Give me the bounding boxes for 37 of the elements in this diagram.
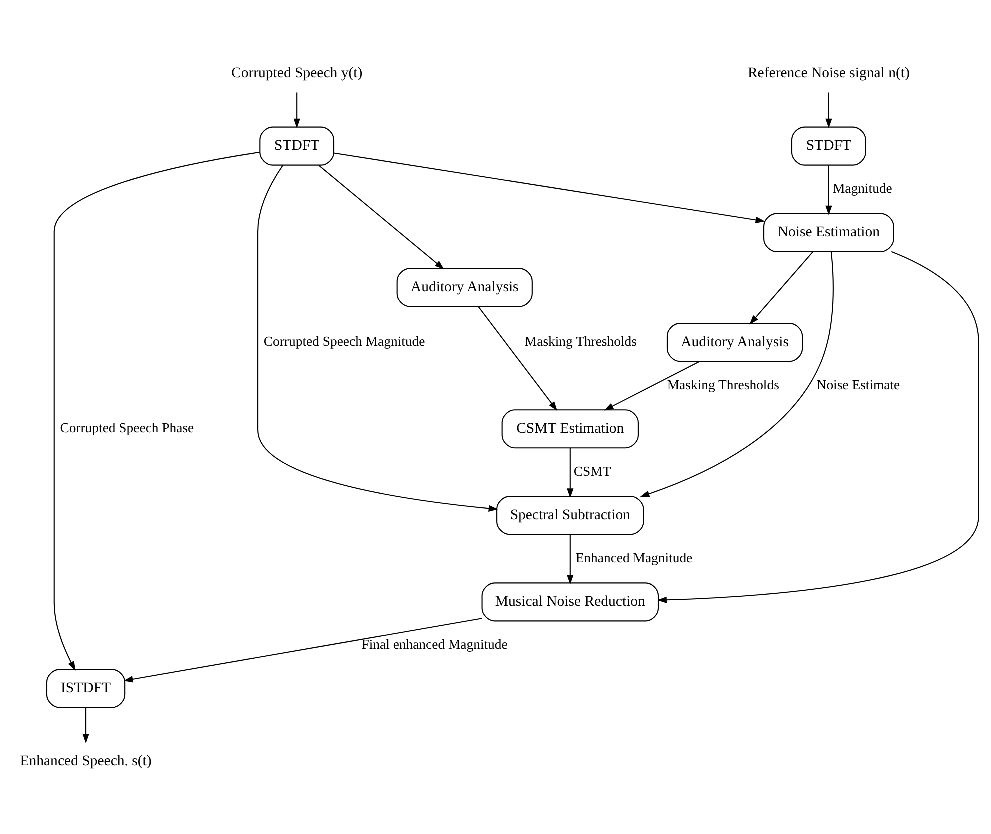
edge-label: Magnitude	[832, 180, 892, 196]
arrow	[749, 251, 813, 324]
node-box: Noise Estimation	[763, 212, 894, 252]
arrow	[333, 152, 765, 223]
arrow	[53, 151, 260, 671]
arrow	[257, 164, 498, 512]
node-box: Musical Noise Reduction	[481, 582, 659, 622]
node-box: ISTDFT	[46, 668, 126, 708]
node-box: Auditory Analysis	[396, 268, 532, 307]
arrow	[318, 164, 444, 270]
arrow	[478, 306, 558, 411]
node-box: CSMT Estimation	[501, 409, 638, 448]
edge-label: Corrupted Speech Phase	[60, 420, 194, 436]
arrow	[604, 360, 700, 410]
arrow	[566, 448, 574, 498]
node-box: Spectral Subtraction	[496, 496, 644, 535]
edge-label: Final enhanced Magnitude	[361, 636, 508, 652]
edge-label: Corrupted Speech Magnitude	[263, 334, 425, 349]
edge-label: CSMT	[573, 463, 611, 478]
edge-label: Masking Thresholds	[666, 376, 779, 392]
arrow	[293, 92, 300, 128]
node-text: Enhanced Speech. s(t)	[20, 752, 152, 769]
arrow	[825, 92, 832, 128]
node-text: Reference Noise signal n(t)	[747, 64, 910, 81]
arrow	[566, 534, 574, 584]
node-box: STDFT	[259, 126, 334, 166]
arrow	[640, 251, 834, 497]
node-box: Auditory Analysis	[666, 322, 803, 362]
edge-label: Masking Thresholds	[524, 334, 636, 349]
arrow	[825, 165, 832, 215]
edge-label: Noise Estimate	[816, 376, 900, 392]
arrow	[656, 250, 979, 603]
node-text: Corrupted Speech y(t)	[230, 64, 362, 81]
node-box: STDFT	[790, 126, 866, 166]
edge-label: Enhanced Magnitude	[575, 550, 692, 565]
arrow	[123, 618, 482, 682]
arrow	[82, 707, 89, 744]
